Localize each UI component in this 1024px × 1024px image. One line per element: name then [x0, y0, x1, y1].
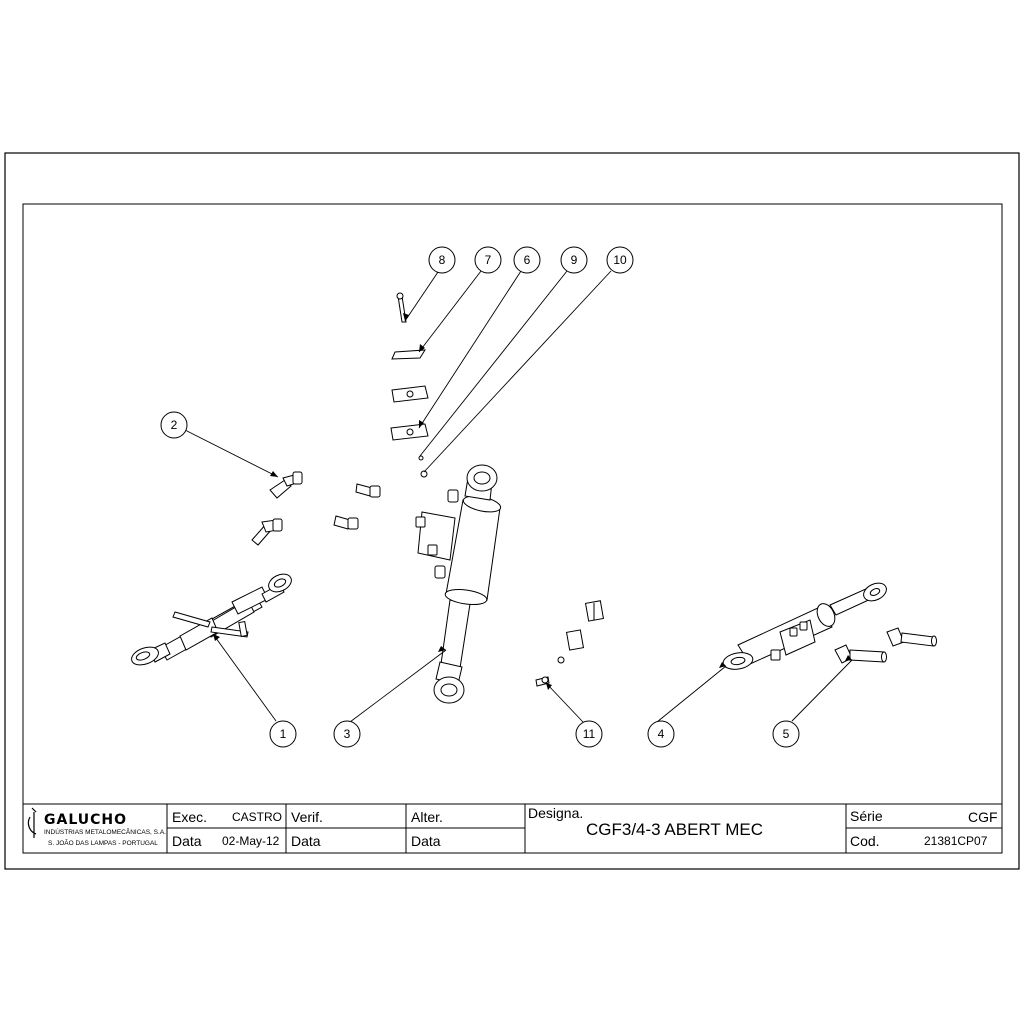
alter-label: Alter. — [411, 809, 443, 825]
title-block-grid — [22, 803, 1003, 854]
verif-label: Verif. — [291, 809, 323, 825]
part-5-hoses — [834, 627, 937, 664]
part-1-top-link — [131, 573, 292, 666]
part-2-fittings — [251, 471, 381, 546]
serie-label: Série — [850, 808, 883, 824]
company-name: GALUCHO — [44, 812, 128, 828]
outer-border — [4, 152, 1020, 870]
verif-data-label: Data — [291, 833, 321, 849]
balloon-label-7: 7 — [485, 253, 492, 267]
part-3-cylinder — [415, 464, 502, 704]
balloon-label-5: 5 — [783, 727, 790, 741]
balloon-label-4: 4 — [658, 727, 665, 741]
balloon-label-9: 9 — [571, 253, 578, 267]
galucho-logo-mark — [27, 807, 37, 838]
balloon-11 — [575, 720, 603, 748]
balloon-10 — [606, 246, 634, 274]
exec-label: Exec. — [172, 809, 208, 825]
balloon-9 — [560, 246, 588, 274]
cod-label: Cod. — [850, 833, 880, 849]
balloon-labels: 8 7 6 9 10 2 1 3 11 4 5 — [171, 253, 790, 741]
exec-value: CASTRO — [232, 810, 283, 824]
part-4-cylinder-assembly — [722, 582, 887, 670]
inner-border — [22, 203, 1003, 854]
balloon-2 — [160, 411, 188, 439]
parts-6-to-10-small — [390, 292, 429, 478]
balloon-4 — [647, 720, 675, 748]
balloons — [160, 246, 800, 748]
balloon-8 — [428, 246, 456, 274]
balloon-6 — [513, 246, 541, 274]
company-line-1: INDÚSTRIAS METALOMECÂNICAS, S.A. — [44, 829, 166, 836]
balloon-label-3: 3 — [344, 727, 351, 741]
balloon-3 — [333, 720, 361, 748]
alter-data-label: Data — [411, 833, 441, 849]
serie-value: CGF — [968, 809, 998, 825]
balloon-7 — [474, 246, 502, 274]
balloon-label-1: 1 — [280, 727, 287, 741]
exec-data-label: Data — [172, 833, 202, 849]
designa-value: CGF3/4-3 ABERT MEC — [586, 820, 763, 839]
balloon-5 — [772, 720, 800, 748]
cod-value: 21381CP07 — [924, 834, 988, 848]
balloon-label-6: 6 — [524, 253, 531, 267]
balloon-label-10: 10 — [613, 253, 627, 267]
leader-arrowheads — [213, 313, 852, 690]
balloon-label-8: 8 — [439, 253, 446, 267]
balloon-1 — [269, 720, 297, 748]
designa-label: Designa. — [528, 805, 584, 821]
company-line-2: S. JOÃO DAS LAMPAS - PORTUGAL — [48, 840, 158, 847]
balloon-label-11: 11 — [583, 727, 596, 741]
exec-data-value: 02-May-12 — [222, 834, 280, 848]
balloon-label-2: 2 — [171, 418, 178, 432]
leader-lines — [184, 268, 853, 723]
part-11-small-parts — [535, 600, 605, 687]
